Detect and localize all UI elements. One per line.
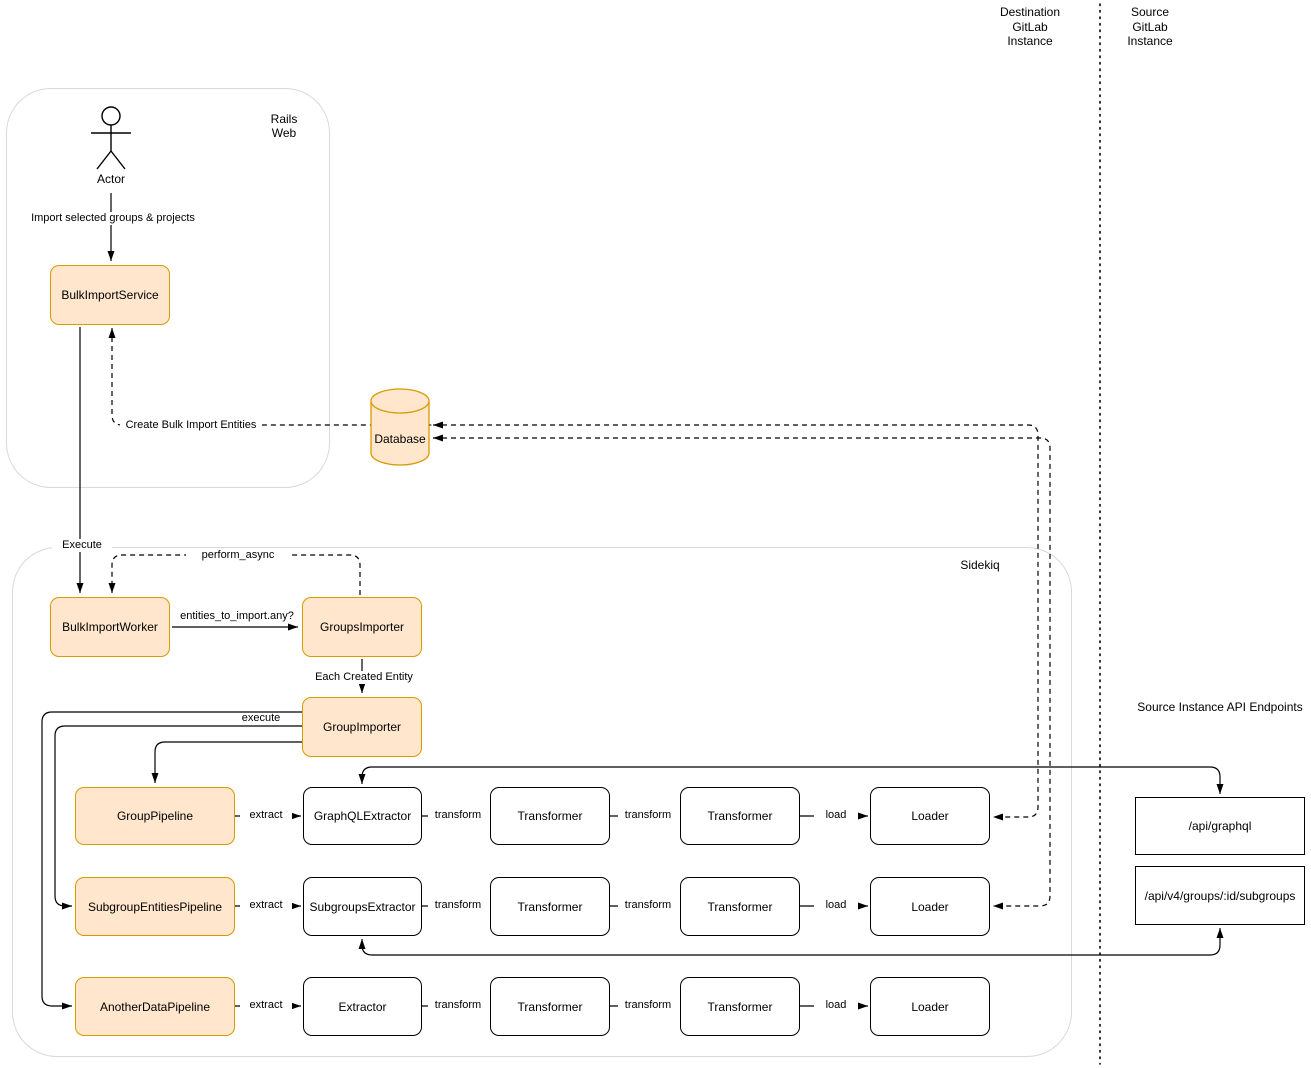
edge-label-transform-3a: transform bbox=[428, 999, 488, 1012]
database-label: Database bbox=[374, 432, 426, 446]
edge-exec-subgroup-pipeline bbox=[54, 725, 302, 910]
edge-label-execute-pipeline: execute bbox=[241, 712, 281, 724]
edge-label-create-entities: Create Bulk Import Entities bbox=[120, 419, 262, 432]
node-transformer-1b: Transformer bbox=[680, 787, 800, 845]
rails-web-label: Rails Web bbox=[270, 112, 298, 140]
edge-label-perform-async: perform_async bbox=[186, 549, 290, 562]
edge-label-transform-2b: transform bbox=[618, 899, 678, 912]
edge-label-execute: Execute bbox=[52, 539, 112, 552]
node-loader-3: Loader bbox=[870, 977, 990, 1036]
api-endpoints-title: Source Instance API Endpoints bbox=[1137, 700, 1303, 714]
node-graphql-extractor: GraphQLExtractor bbox=[303, 787, 422, 845]
endpoint-graphql: /api/graphql bbox=[1135, 797, 1305, 855]
actor-label: Actor bbox=[96, 172, 125, 186]
edge-label-load-1: load bbox=[814, 809, 858, 822]
source-instance-label: Source GitLab Instance bbox=[1127, 5, 1173, 48]
edge-label-transform-3b: transform bbox=[618, 999, 678, 1012]
node-group-pipeline: GroupPipeline bbox=[75, 787, 235, 845]
edge-label-transform-1a: transform bbox=[428, 809, 488, 822]
rails-web-container bbox=[6, 88, 330, 488]
sidekiq-label: Sidekiq bbox=[960, 558, 1000, 572]
node-another-data-pipeline: AnotherDataPipeline bbox=[75, 977, 235, 1036]
edge-label-each-created: Each Created Entity bbox=[310, 671, 418, 684]
edge-label-entities-check: entities_to_import.any? bbox=[180, 610, 294, 622]
node-transformer-2a: Transformer bbox=[490, 877, 610, 936]
node-group-importer: GroupImporter bbox=[302, 697, 422, 757]
edge-exec-group-pipeline bbox=[151, 741, 302, 783]
edge-label-transform-2a: transform bbox=[428, 899, 488, 912]
node-subgroups-extractor: SubgroupsExtractor bbox=[303, 877, 422, 936]
node-transformer-2b: Transformer bbox=[680, 877, 800, 936]
node-transformer-3a: Transformer bbox=[490, 977, 610, 1036]
destination-instance-label: Destination GitLab Instance bbox=[999, 5, 1061, 48]
node-transformer-1a: Transformer bbox=[490, 787, 610, 845]
node-transformer-3b: Transformer bbox=[680, 977, 800, 1036]
node-subgroup-entities-pipeline: SubgroupEntitiesPipeline bbox=[75, 877, 235, 936]
edge-label-extract-3: extract bbox=[240, 999, 292, 1012]
edge-db-loader-1 bbox=[433, 421, 1039, 821]
edge-exec-another-pipeline bbox=[41, 711, 302, 1010]
edge-label-transform-1b: transform bbox=[618, 809, 678, 822]
edge-label-extract-2: extract bbox=[240, 899, 292, 912]
node-loader-1: Loader bbox=[870, 787, 990, 845]
edge-label-load-3: load bbox=[814, 999, 858, 1012]
node-bulk-import-service: BulkImportService bbox=[50, 265, 170, 325]
edge-label-import-selected: Import selected groups & projects bbox=[26, 212, 200, 225]
endpoint-subgroups: /api/v4/groups/:id/subgroups bbox=[1135, 866, 1305, 925]
edge-label-extract-1: extract bbox=[240, 809, 292, 822]
node-loader-2: Loader bbox=[870, 877, 990, 936]
edge-db-loader-2 bbox=[433, 434, 1051, 910]
node-database: Database bbox=[370, 388, 430, 466]
node-bulk-import-worker: BulkImportWorker bbox=[50, 597, 170, 657]
edge-label-load-2: load bbox=[814, 899, 858, 912]
edge-subgroups-api bbox=[358, 928, 1224, 956]
actor-icon bbox=[90, 105, 132, 171]
node-groups-importer: GroupsImporter bbox=[302, 597, 422, 657]
node-extractor-3: Extractor bbox=[303, 977, 422, 1036]
